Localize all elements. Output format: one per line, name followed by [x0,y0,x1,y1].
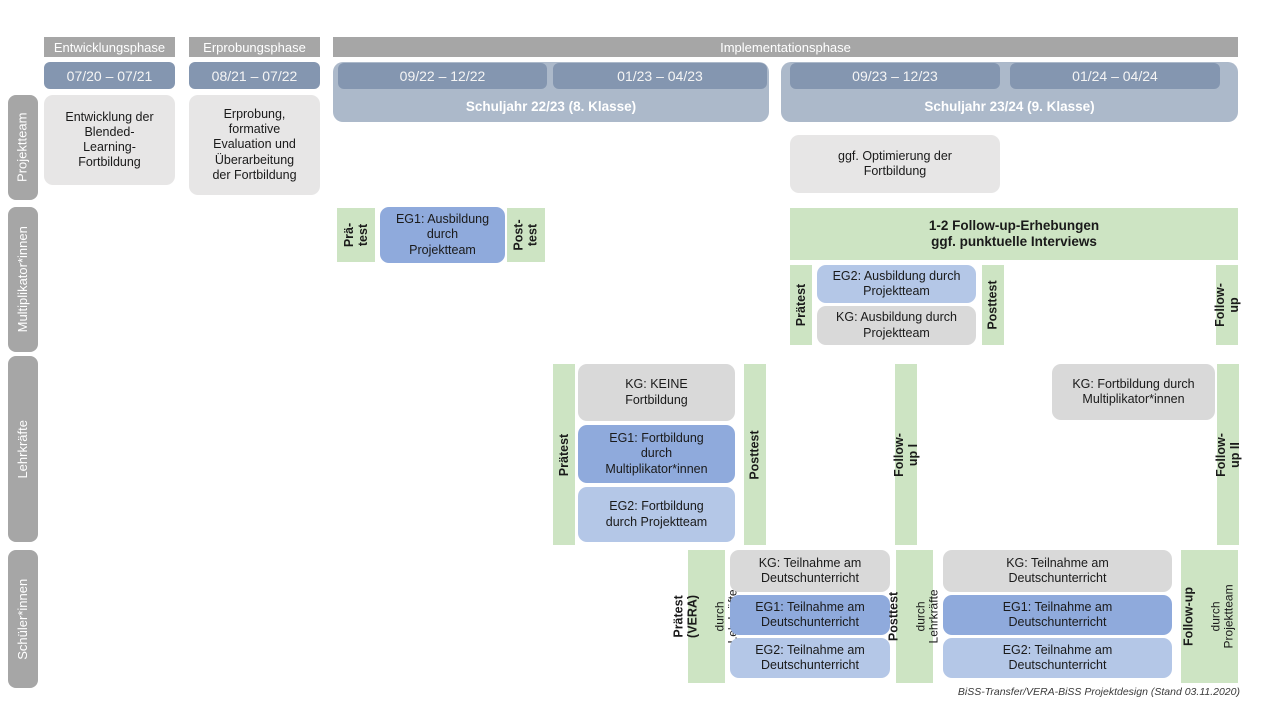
row-label-multiplikatorinnen: Multiplikator*innen [8,207,38,352]
row-label-text: Multiplikator*innen [14,226,30,333]
row-label-text: Lehrkräfte [14,419,30,479]
label-followup-multiplikatoren: Follow-up [1213,265,1241,345]
box-eg2-fortbildung-projektteam: EG2: Fortbildung durch Projektteam [578,487,735,542]
box-entwicklung-blended-learning: Entwicklung der Blended- Learning- Fortb… [44,95,175,185]
posttest-sub: durch Lehrkräfte [914,589,942,644]
box-erprobung-evaluation: Erprobung, formative Evaluation und Über… [189,95,320,195]
date-bar-0720-0721: 07/20 – 07/21 [44,62,175,89]
phase-bar-entwicklungsphase: Entwicklungsphase [44,37,175,57]
box-eg1-teilnahme-rechts: EG1: Teilnahme am Deutschunterricht [943,595,1172,635]
school-year-label-23-24: Schuljahr 23/24 (9. Klasse) [924,98,1095,114]
label-posttest-schueler: Posttest durch Lehrkräfte [887,550,942,683]
box-eg1-ausbildung-projektteam: EG1: Ausbildung durch Projektteam [380,207,505,263]
box-optimierung-fortbildung: ggf. Optimierung der Fortbildung [790,135,1000,193]
row-label-projektteam: Projektteam [8,95,38,200]
praetest-vera-main: Prätest (VERA) [672,594,701,639]
box-kg-fortbildung-multiplikatoren: KG: Fortbildung durch Multiplikator*inne… [1052,364,1215,420]
date-bar-0124-0424: 01/24 – 04/24 [1010,63,1220,89]
label-followup-schueler: Follow-up durch Projektteam [1181,550,1238,683]
label-posttest-lehrkraefte: Posttest [744,364,766,545]
box-kg-teilnahme-links: KG: Teilnahme am Deutschunterricht [730,550,890,592]
school-year-label-22-23: Schuljahr 22/23 (8. Klasse) [465,98,637,114]
followup-main: Follow-up [1182,587,1197,647]
phase-bar-implementationsphase: Implementationsphase [333,37,1238,57]
phase-label: Entwicklungsphase [53,39,166,55]
date-bar-0923-1223: 09/23 – 12/23 [790,63,1000,89]
label-followup-2: Follow-up II [1214,364,1242,545]
box-kg-teilnahme-rechts: KG: Teilnahme am Deutschunterricht [943,550,1172,592]
box-followup-erhebungen: 1-2 Follow-up-Erhebungen ggf. punktuelle… [790,208,1238,260]
box-eg2-ausbildung-projektteam: EG2: Ausbildung durch Projektteam [817,265,976,303]
row-label-text: Projektteam [14,112,30,183]
label-posttest-multiplikatoren: Posttest [982,265,1004,345]
slide-caption: BiSS-Transfer/VERA-BiSS Projektdesign (S… [957,686,1240,698]
posttest-main: Posttest [887,591,902,642]
row-label-lehrkraefte: Lehrkräfte [8,356,38,542]
label-praetest-lehrkraefte: Prätest [553,364,575,545]
phase-label: Implementationsphase [720,39,851,55]
label-praetest-kurz: Prä- test [337,208,375,262]
followup-sub: durch Projektteam [1209,584,1237,649]
date-bar-0922-1222: 09/22 – 12/22 [338,63,547,89]
phase-bar-erprobungsphase: Erprobungsphase [189,37,320,57]
phase-label: Erprobungsphase [203,39,306,55]
label-followup-1: Follow-up I [892,364,920,545]
box-kg-ausbildung-projektteam: KG: Ausbildung durch Projektteam [817,306,976,345]
date-bar-0123-0423: 01/23 – 04/23 [553,63,767,89]
label-praetest-vera: Prätest (VERA) durch Lehrkräfte [672,550,741,683]
box-eg1-fortbildung-multiplikatoren: EG1: Fortbildung durch Multiplikator*inn… [578,425,735,483]
label-praetest-multiplikatoren: Prätest [790,265,812,345]
box-kg-keine-fortbildung: KG: KEINE Fortbildung [578,364,735,421]
row-label-text: Schüler*innen [14,578,30,660]
box-eg2-teilnahme-links: EG2: Teilnahme am Deutschunterricht [730,638,890,678]
row-label-schuelerinnen: Schüler*innen [8,550,38,688]
box-eg1-teilnahme-links: EG1: Teilnahme am Deutschunterricht [730,595,890,635]
box-eg2-teilnahme-rechts: EG2: Teilnahme am Deutschunterricht [943,638,1172,678]
label-posttest-kurz: Post- test [507,208,545,262]
date-bar-0821-0722: 08/21 – 07/22 [189,62,320,89]
